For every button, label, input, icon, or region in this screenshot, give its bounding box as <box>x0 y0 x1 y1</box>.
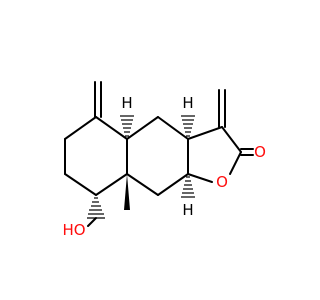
bond-c4-c3a <box>157 116 189 140</box>
carbonyl-oxygen-label: O <box>254 143 266 161</box>
bond-c3a-c3 <box>187 126 223 140</box>
atom-labels: HO O O H H H <box>62 94 265 239</box>
hashed-bond-h-c3a <box>181 115 195 137</box>
hydroxyl-label: HO <box>62 221 85 239</box>
bond-c9-c8a <box>126 173 159 196</box>
hydrogen-label-c9a: H <box>182 201 193 219</box>
bond-o1-c2 <box>229 151 242 175</box>
bond-c4a-c5 <box>95 116 128 140</box>
bond-c7-c8 <box>64 173 97 196</box>
bond-c5-c6 <box>64 116 97 140</box>
bond-c3-c2 <box>221 126 242 153</box>
hashed-bond-h-c4a <box>120 115 134 137</box>
carbon-skeleton <box>64 81 254 196</box>
hydrogen-label-c3a: H <box>182 94 193 112</box>
hashed-bond-hydroxyl <box>87 197 105 219</box>
bond-hydroxyl-tail <box>87 217 97 227</box>
hashed-bond-h-c9a <box>181 176 195 198</box>
bond-c9a-c9 <box>157 173 189 196</box>
stereo-bonds <box>87 115 195 227</box>
bond-c4a-c4 <box>126 116 159 140</box>
hydrogen-label-c4a: H <box>121 94 132 112</box>
bond-c9a-o1 <box>187 173 213 183</box>
ring-oxygen-label: O <box>216 173 228 191</box>
molecule-structure-diagram: HO O O H H H <box>62 81 266 239</box>
wedge-bond-methyl <box>124 174 130 210</box>
bond-c8-c8a <box>95 173 128 196</box>
